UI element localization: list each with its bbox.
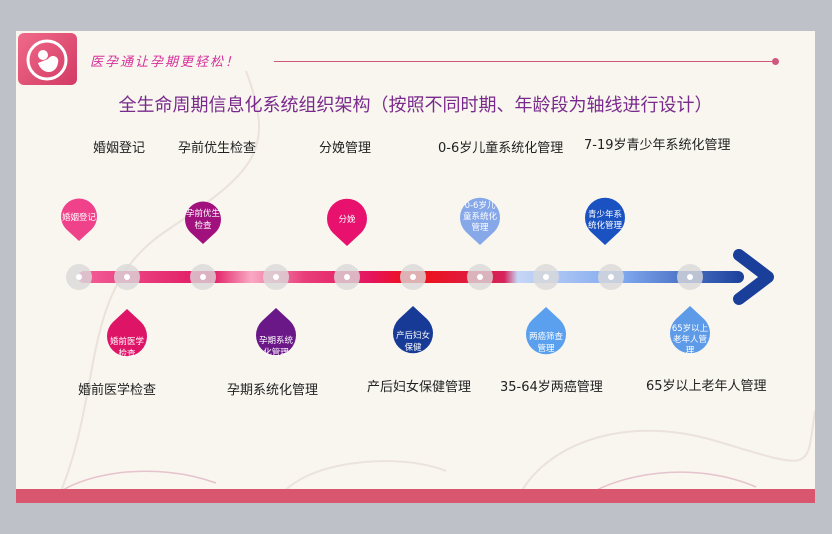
top-label-delivery-management: 分娩管理 [319, 141, 372, 156]
timeline-node-6 [400, 264, 426, 290]
svg-text:孕期系统: 孕期系统 [259, 335, 294, 346]
slogan-text: 医孕通让孕期更轻松！ [90, 55, 241, 70]
timeline-node-10 [677, 264, 703, 290]
bottom-label-postpartum-care: 产后妇女保健管理 [367, 380, 472, 395]
timeline-node-3 [190, 264, 216, 290]
svg-text:保健: 保健 [404, 342, 422, 353]
svg-text:管理: 管理 [537, 343, 555, 354]
svg-text:青少年系: 青少年系 [588, 209, 622, 220]
top-pin-delivery: 分娩 [327, 198, 367, 246]
timeline-node-8 [533, 264, 559, 290]
timeline-node-7 [467, 264, 493, 290]
timeline-node-5 [334, 264, 360, 290]
header-divider [274, 61, 774, 62]
svg-text:婚姻登记: 婚姻登记 [62, 212, 97, 223]
top-label-preconception-check: 孕前优生检查 [178, 141, 257, 156]
bottom-pin-premarital-check: 婚前医学 检查 [107, 309, 147, 359]
top-pin-marriage-registration: 婚姻登记 [61, 198, 97, 241]
top-label-child-management: 0-6岁儿童系统化管理 [438, 141, 564, 156]
svg-text:婚前医学: 婚前医学 [110, 336, 145, 347]
pregnancy-logo-icon [26, 39, 68, 81]
bottom-pin-postpartum-care: 产后妇女 保健 [393, 306, 433, 354]
svg-text:0-6岁儿: 0-6岁儿 [465, 200, 496, 211]
timeline-nodes [66, 264, 703, 290]
timeline-node-2 [114, 264, 140, 290]
svg-text:两癌筛查: 两癌筛查 [529, 331, 564, 342]
svg-text:理: 理 [686, 346, 695, 356]
timeline-node-4 [263, 264, 289, 290]
top-pin-child-management: 0-6岁儿 童系统化 管理 [460, 197, 500, 245]
timeline-diagram: 婚姻登记 孕前优生 检查 分娩 0-6岁儿 童系统化 管理 青少年系 统化管理 … [61, 197, 774, 359]
svg-text:分娩: 分娩 [338, 214, 356, 225]
svg-text:化管理: 化管理 [263, 347, 289, 358]
top-label-teen-management: 7-19岁青少年系统化管理 [584, 138, 731, 153]
bottom-pin-cancer-screening: 两癌筛查 管理 [526, 307, 566, 355]
bottom-pin-elderly-management: 65岁以上 老年人管 理 [670, 306, 710, 356]
svg-text:童系统化: 童系统化 [463, 211, 498, 222]
svg-text:检查: 检查 [194, 220, 212, 231]
app-logo [18, 33, 77, 85]
svg-text:管理: 管理 [471, 222, 489, 233]
footer-bar [16, 489, 815, 503]
bottom-label-pregnancy-management: 孕期系统化管理 [227, 383, 319, 398]
top-pin-preconception-check: 孕前优生 检查 [185, 201, 221, 244]
bottom-label-cancer-screening: 35-64岁两癌管理 [500, 380, 603, 395]
timeline-node-1 [66, 264, 92, 290]
header-divider-dot [772, 58, 779, 65]
timeline-node-9 [598, 264, 624, 290]
page-title: 全生命周期信息化系统组织架构（按照不同时期、年龄段为轴线进行设计） [118, 95, 713, 116]
svg-text:孕前优生: 孕前优生 [186, 208, 221, 219]
top-label-marriage-registration: 婚姻登记 [93, 141, 146, 156]
top-pin-teen-management: 青少年系 统化管理 [585, 197, 625, 245]
bottom-label-elderly-management: 65岁以上老年人管理 [646, 379, 767, 394]
svg-text:统化管理: 统化管理 [588, 220, 623, 231]
svg-text:65岁以上: 65岁以上 [672, 323, 709, 334]
slide: 医孕通让孕期更轻松！ 全生命周期信息化系统组织架构（按照不同时期、年龄段为轴线进… [16, 31, 815, 503]
bottom-label-premarital-check: 婚前医学检查 [78, 383, 157, 398]
svg-text:老年人管: 老年人管 [673, 334, 707, 345]
bottom-pin-pregnancy-management: 孕期系统 化管理 [256, 308, 296, 358]
svg-text:检查: 检查 [118, 348, 136, 359]
svg-text:产后妇女: 产后妇女 [396, 330, 431, 341]
arrow-head-icon [733, 249, 774, 305]
